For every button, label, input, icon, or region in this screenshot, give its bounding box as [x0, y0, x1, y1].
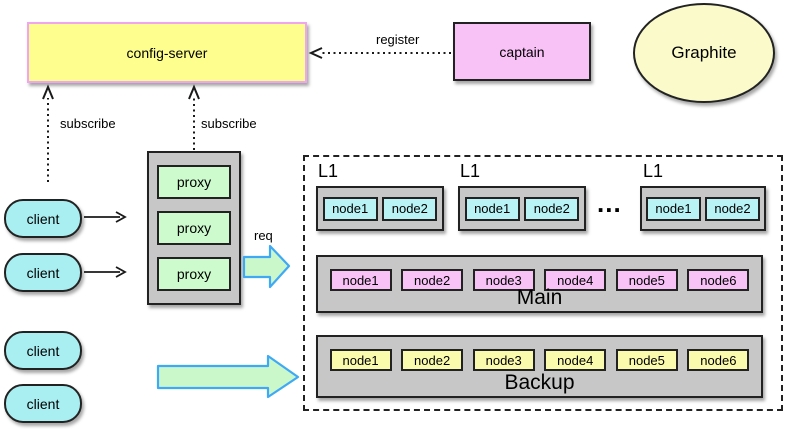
l1-node: node2 — [705, 196, 760, 221]
l1-node: node2 — [382, 196, 438, 221]
main-node-label: node6 — [700, 272, 737, 288]
l1-title: L1 — [318, 161, 339, 181]
main-node: node4 — [544, 269, 607, 291]
client-label: client — [26, 395, 60, 412]
req-label: req — [254, 228, 273, 243]
client-box-3: client — [4, 331, 82, 370]
proxy-box: proxy — [157, 211, 231, 245]
l1-node: node2 — [524, 196, 580, 221]
subscribe-left-label: subscribe — [60, 116, 116, 131]
backup-block-arrow — [156, 354, 300, 399]
main-node-label: node3 — [485, 272, 522, 288]
backup-node-row: node1 node2 node3 node4 node5 node6 — [320, 349, 759, 371]
l1-title: L1 — [643, 161, 664, 181]
subscribe-left-arrow — [42, 84, 54, 182]
backup-node-label: node1 — [342, 352, 379, 368]
captain-label: captain — [499, 43, 545, 60]
main-node-label: node4 — [557, 272, 594, 288]
backup-node: node1 — [329, 349, 392, 371]
client-box-4: client — [4, 384, 82, 423]
backup-node: node3 — [472, 349, 535, 371]
proxy-stack: proxy proxy proxy — [147, 151, 241, 305]
l1-node-label: node1 — [332, 201, 369, 216]
config-server-box: config-server — [27, 22, 307, 83]
backup-node: node2 — [401, 349, 464, 371]
register-label: register — [376, 32, 420, 47]
proxy-box: proxy — [157, 257, 231, 291]
main-title: Main — [516, 286, 563, 309]
l1-node: node1 — [646, 196, 701, 221]
proxy-label: proxy — [176, 174, 212, 190]
proxy-label: proxy — [176, 266, 212, 282]
register-arrow — [308, 47, 451, 59]
main-node-label: node5 — [628, 272, 665, 288]
subscribe-right-arrow — [188, 84, 200, 150]
cluster-boundary — [303, 155, 783, 411]
main-group: node1 node2 node3 node4 node5 node6 Main — [316, 255, 763, 313]
graphite-ellipse: Graphite — [633, 3, 775, 103]
config-server-label: config-server — [126, 44, 208, 61]
main-node: node5 — [615, 269, 678, 291]
backup-node-label: node6 — [700, 352, 737, 368]
l1-title: L1 — [460, 161, 481, 181]
l1-node: node1 — [464, 196, 520, 221]
l1-group-1: node1 node2 — [316, 186, 444, 231]
l1-group-2: node1 node2 — [458, 186, 586, 231]
main-node-row: node1 node2 node3 node4 node5 node6 — [320, 269, 759, 291]
client2-arrow — [84, 266, 127, 278]
l1-node-label: node2 — [391, 201, 428, 216]
backup-group: node1 node2 node3 node4 node5 node6 Back… — [316, 335, 763, 398]
l1-node-label: node1 — [655, 201, 692, 216]
proxy-label: proxy — [176, 220, 212, 236]
backup-node: node6 — [687, 349, 750, 371]
proxy-box: proxy — [157, 165, 231, 199]
client-box-1: client — [4, 199, 82, 238]
backup-title: Backup — [504, 371, 575, 394]
l1-group-3: node1 node2 — [640, 186, 766, 231]
backup-node-label: node4 — [557, 352, 594, 368]
main-node-label: node2 — [414, 272, 451, 288]
main-node: node6 — [687, 269, 750, 291]
subscribe-right-label: subscribe — [201, 116, 257, 131]
main-node: node2 — [401, 269, 464, 291]
backup-node: node4 — [544, 349, 607, 371]
req-block-arrow — [242, 244, 291, 289]
l1-node-label: node2 — [714, 201, 751, 216]
backup-node-label: node2 — [414, 352, 451, 368]
main-node-label: node1 — [342, 272, 379, 288]
backup-node-label: node5 — [628, 352, 665, 368]
backup-node: node5 — [615, 349, 678, 371]
client-box-2: client — [4, 253, 82, 292]
client-label: client — [26, 210, 60, 227]
l1-ellipsis: ... — [597, 188, 622, 218]
client-label: client — [26, 264, 60, 281]
client1-arrow — [84, 211, 127, 223]
client-label: client — [26, 342, 60, 359]
captain-box: captain — [453, 22, 591, 81]
graphite-label: Graphite — [671, 43, 737, 62]
main-node: node3 — [472, 269, 535, 291]
l1-node-label: node2 — [533, 201, 570, 216]
main-node: node1 — [329, 269, 392, 291]
l1-node: node1 — [322, 196, 378, 221]
l1-node-label: node1 — [474, 201, 511, 216]
backup-node-label: node3 — [485, 352, 522, 368]
